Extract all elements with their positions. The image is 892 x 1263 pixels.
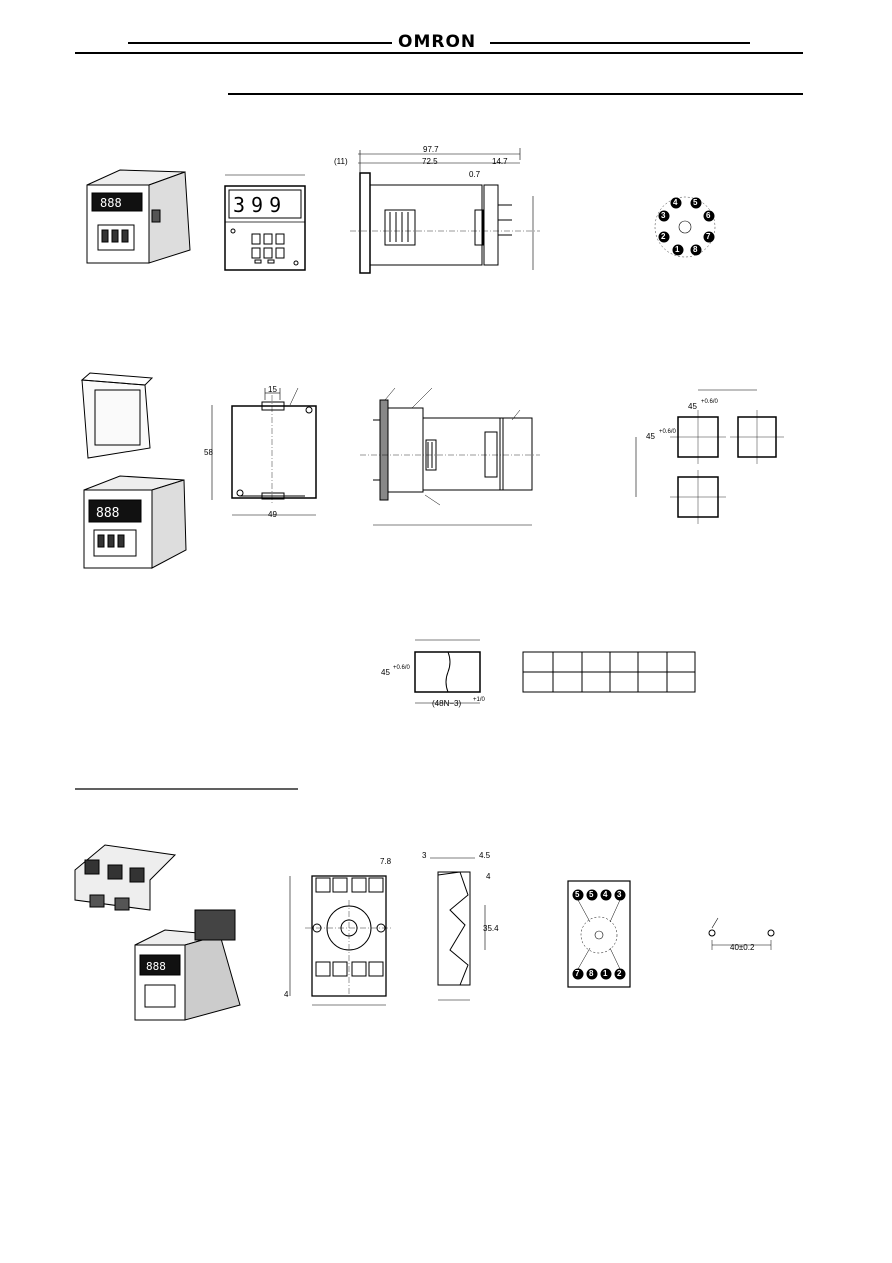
- socket-pin-label: 5: [575, 890, 580, 899]
- front-view: [224, 174, 306, 271]
- socket-photo: 888: [74, 844, 241, 1021]
- socket-pin-label: 1: [603, 969, 608, 978]
- dim-overall: 97.7: [423, 145, 439, 154]
- socket-side-top-left: 3: [422, 851, 427, 860]
- rail-spacing: 40±0.2: [730, 943, 755, 952]
- pin-label: 1: [675, 245, 680, 254]
- cutout-width-tol: +0.6/0: [701, 399, 718, 405]
- pin-label: 6: [706, 211, 711, 220]
- gang-width-formula: (48N−3): [432, 699, 462, 708]
- pin-label: 7: [706, 232, 711, 241]
- dim-right: 14.7: [492, 157, 508, 166]
- socket-pin-label: 5: [589, 890, 594, 899]
- socket-side-small: 4: [486, 872, 491, 881]
- gang-height: 45: [381, 668, 390, 677]
- socket-pin-diagram: [567, 880, 631, 988]
- rail-drawing: [708, 917, 775, 950]
- socket-top-view: [289, 875, 393, 1006]
- svg-text:888: 888: [96, 506, 119, 521]
- panel-cutout: [635, 389, 784, 524]
- product-photo-1: 888: [86, 169, 191, 264]
- pin-label: 3: [661, 211, 666, 220]
- pin-label: 2: [661, 232, 666, 241]
- pin-label: 4: [673, 198, 678, 207]
- dim-body: 72.5: [422, 157, 438, 166]
- gang-height-tol: +0.6/0: [393, 665, 410, 671]
- socket-pin-label: 7: [575, 969, 580, 978]
- gang-table: [522, 651, 696, 693]
- cutout-width: 45: [688, 402, 697, 411]
- side-view: [350, 148, 540, 274]
- socket-side-view: [430, 857, 486, 1001]
- cover-drawing: [211, 387, 317, 516]
- socket-side-height: 35.4: [483, 924, 499, 933]
- socket-side-top-right: 4.5: [479, 851, 491, 860]
- svg-text:888: 888: [100, 196, 122, 210]
- socket-pin-label: 4: [603, 890, 608, 899]
- gang-width-tol: +1/0: [473, 697, 485, 703]
- side-view-cover: [360, 387, 540, 526]
- socket-pin-label: 2: [617, 969, 622, 978]
- cutout-height: 45: [646, 432, 655, 441]
- dim-cover-top: 15: [268, 385, 277, 394]
- dim-terminal: 0.7: [469, 170, 481, 179]
- cover-photo: [80, 372, 154, 459]
- dim-cover-height: 58: [204, 448, 213, 457]
- gang-mount-drawing: [414, 639, 481, 704]
- socket-dim-top-right: 7.8: [380, 857, 392, 866]
- pin-label: 5: [693, 198, 698, 207]
- socket-pin-label: 8: [589, 969, 594, 978]
- socket-pin-label: 3: [617, 890, 622, 899]
- svg-text:888: 888: [146, 960, 166, 973]
- front-display-digits: 399: [233, 193, 288, 217]
- dim-left: (11): [334, 157, 348, 166]
- cutout-height-tol: +0.6/0: [659, 429, 676, 435]
- pin-diagram: [654, 196, 716, 258]
- omron-logo: OMRON: [398, 32, 477, 52]
- product-photo-2: 888: [83, 475, 187, 569]
- dim-cover-width: 49: [268, 510, 277, 519]
- pin-label: 8: [693, 245, 698, 254]
- socket-dim-bottom-left: 4: [284, 990, 289, 999]
